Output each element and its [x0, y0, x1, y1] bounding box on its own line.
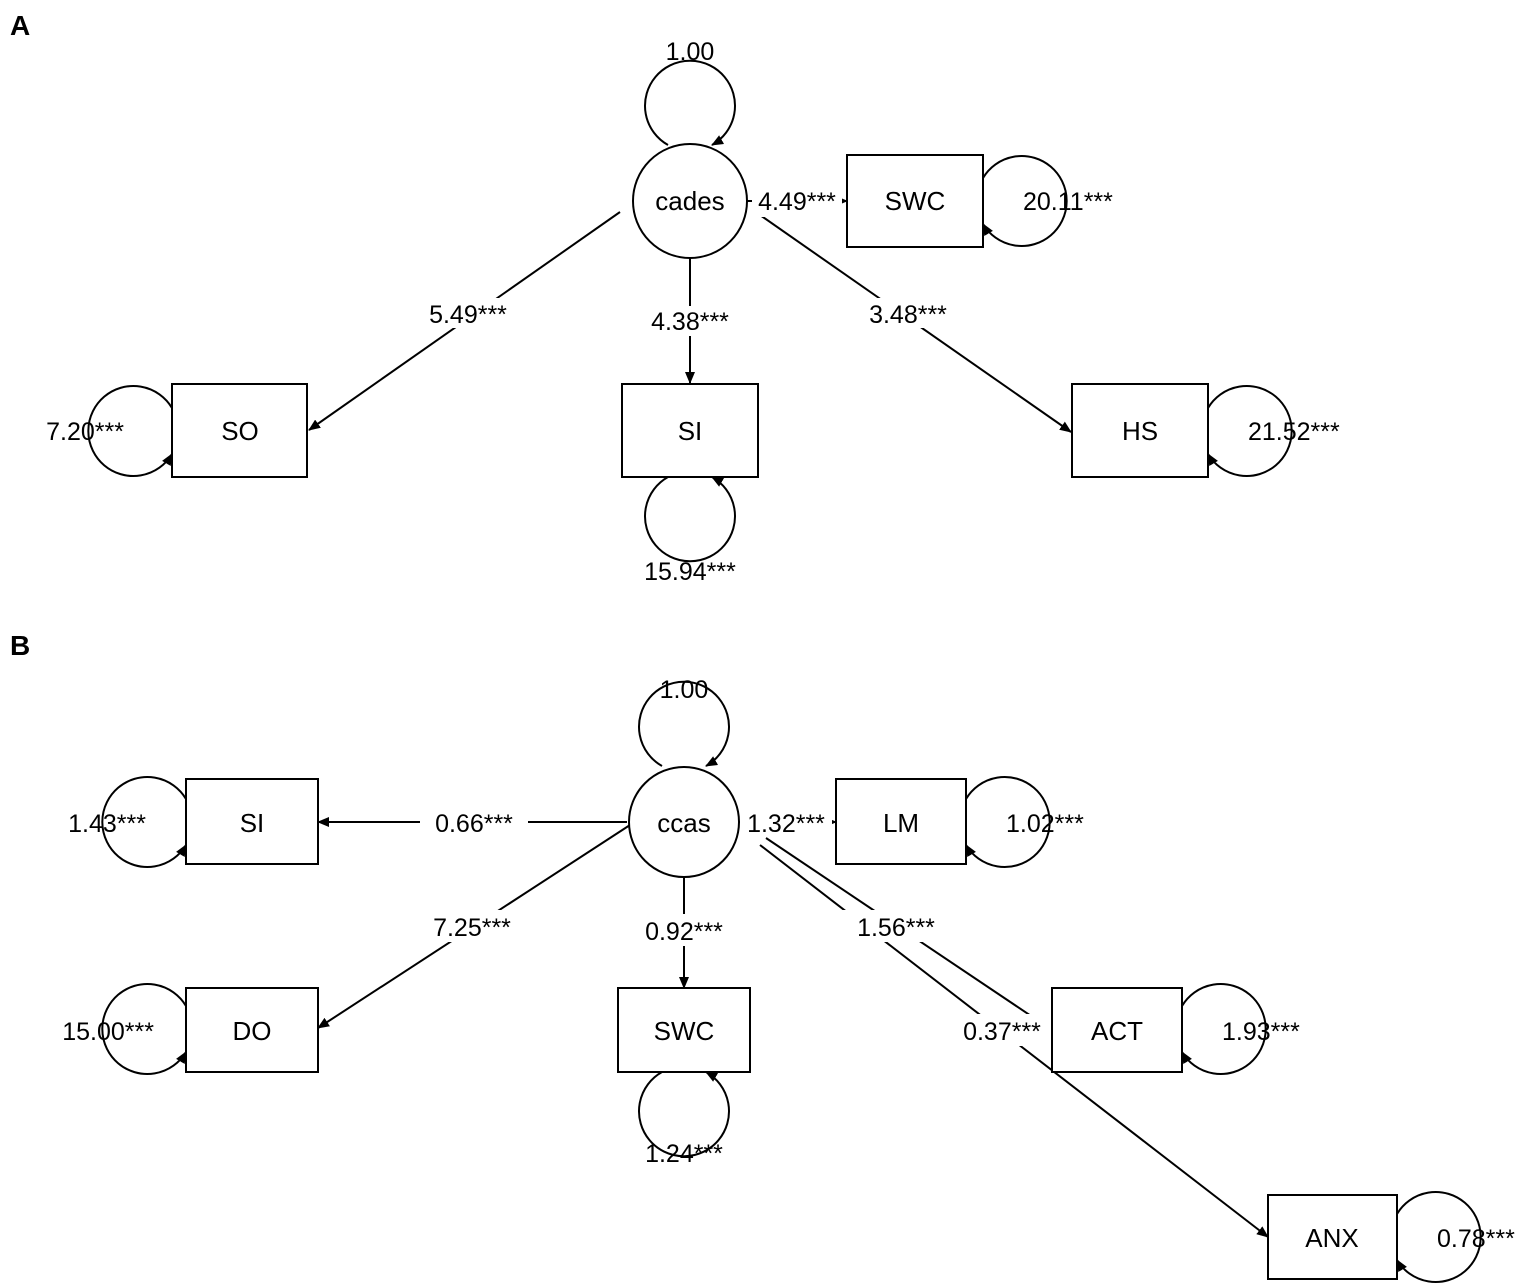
latent-ccas: 1.00 ccas: [628, 676, 740, 878]
loading-do: 7.25***: [433, 914, 511, 942]
edge-ccas-si: 0.66***: [317, 806, 627, 838]
node-label-hs: HS: [1122, 416, 1158, 446]
node-hs: HS 21.52***: [1071, 383, 1340, 478]
latent-label-cades: cades: [655, 186, 724, 216]
node-swc-a: SWC 20.11***: [846, 154, 1113, 248]
panel-b: B 0.66*** 7.25*** 0.92*** 1.32***: [10, 630, 1515, 1283]
loading-si: 4.38***: [651, 308, 729, 336]
loading-so: 5.49***: [429, 301, 507, 329]
loading-hs: 3.48***: [869, 301, 947, 329]
node-act: ACT 1.93***: [1051, 983, 1300, 1075]
residual-swc-b: 1.24***: [645, 1140, 723, 1168]
residual-anx: 0.78***: [1437, 1225, 1515, 1253]
edge-ccas-lm: 1.32***: [738, 806, 837, 838]
node-si-a: SI 15.94***: [621, 383, 759, 586]
edge-cades-so: 5.49***: [308, 211, 621, 431]
panel-a: A 5.49*** 4.38*** 3.48*** 4.49*** 1.00: [10, 10, 1340, 586]
node-label-si-b: SI: [240, 808, 265, 838]
loading-act: 1.56***: [857, 914, 935, 942]
node-label-swc-a: SWC: [885, 186, 946, 216]
edge-cades-si: 4.38***: [640, 258, 740, 384]
residual-do: 15.00***: [62, 1018, 154, 1046]
node-label-so: SO: [221, 416, 259, 446]
panel-label-b: B: [10, 630, 30, 661]
node-so: SO 7.20***: [46, 383, 308, 478]
loading-si-b: 0.66***: [435, 810, 513, 838]
edge-ccas-swc: 0.92***: [632, 875, 736, 989]
residual-si-b: 1.43***: [68, 810, 146, 838]
node-swc-b: SWC 1.24***: [617, 987, 751, 1168]
node-lm: LM 1.02***: [835, 776, 1084, 868]
node-label-si-a: SI: [678, 416, 703, 446]
residual-lm: 1.02***: [1006, 810, 1084, 838]
residual-si-a: 15.94***: [644, 558, 736, 586]
residual-hs: 21.52***: [1248, 418, 1340, 446]
edge-ccas-do: 7.25***: [317, 824, 631, 1029]
node-do: DO 15.00***: [62, 983, 319, 1075]
variance-ccas: 1.00: [660, 676, 709, 704]
node-label-swc-b: SWC: [654, 1016, 715, 1046]
panel-label-a: A: [10, 10, 30, 41]
node-anx: ANX 0.78***: [1267, 1191, 1515, 1283]
loading-anx: 0.37***: [963, 1018, 1041, 1046]
loading-swc: 4.49***: [758, 188, 836, 216]
variance-cades: 1.00: [666, 38, 715, 66]
edge-cades-swc: 4.49***: [747, 185, 848, 217]
latent-label-ccas: ccas: [657, 808, 710, 838]
node-label-lm: LM: [883, 808, 919, 838]
node-label-anx: ANX: [1305, 1223, 1358, 1253]
residual-swc-a: 20.11***: [1023, 188, 1113, 216]
loading-swc-b: 0.92***: [645, 918, 723, 946]
residual-act: 1.93***: [1222, 1018, 1300, 1046]
node-label-do: DO: [233, 1016, 272, 1046]
edge-cades-hs: 3.48***: [759, 214, 1072, 433]
loading-lm: 1.32***: [747, 810, 825, 838]
node-label-act: ACT: [1091, 1016, 1143, 1046]
latent-cades: 1.00 cades: [632, 38, 748, 259]
node-si-b: SI 1.43***: [68, 776, 319, 868]
residual-so: 7.20***: [46, 418, 124, 446]
